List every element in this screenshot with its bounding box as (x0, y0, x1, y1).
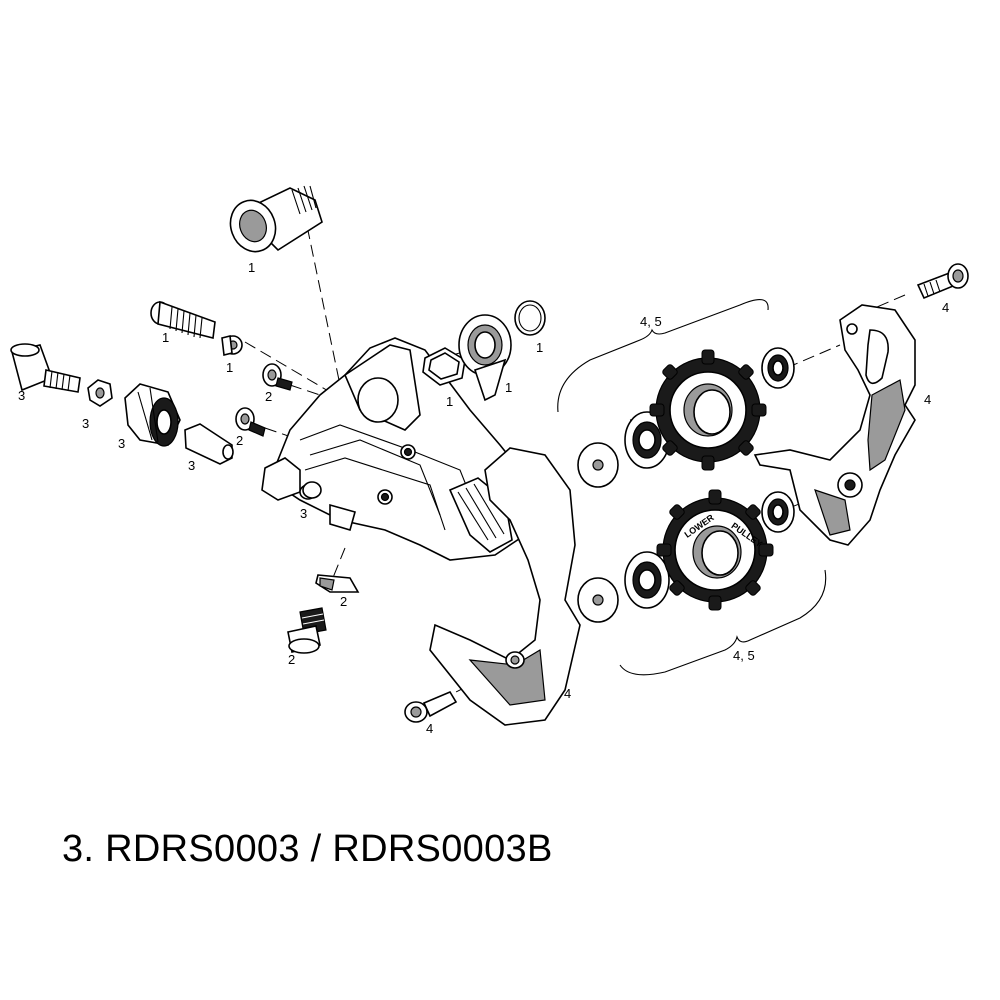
diagram-caption: 3. RDRS0003 / RDRS0003B (62, 828, 553, 870)
pivot-bolt (150, 300, 243, 356)
lower-pulley-wheel: LOWER PULLEY (656, 489, 774, 611)
callout-nut: 3 (82, 416, 89, 431)
brace-lower (619, 569, 827, 676)
callout-adjuster-cap: 3 (18, 388, 25, 403)
dash-b-bolt (299, 191, 341, 386)
callout-labels: 1 1 1 1 1 1 3 3 3 3 3 2 2 2 2 4 4 4 4 4,… (18, 260, 949, 736)
callout-clamp-bolt: 2 (288, 652, 295, 667)
callout-clip: 3 (300, 506, 307, 521)
callout-o-ring: 1 (536, 340, 543, 355)
upper-pulley-assembly (577, 347, 795, 488)
callout-screw-lower: 2 (236, 433, 243, 448)
cable-clamp (315, 574, 360, 593)
dash-cage-screw (869, 294, 906, 311)
dash-screw-upper (289, 384, 321, 396)
nut (87, 379, 113, 407)
callout-ferrule: 3 (188, 458, 195, 473)
derailleur-body (261, 337, 541, 561)
lower-pulley-assembly: LOWER PULLEY (577, 489, 795, 623)
clamp-bolt (287, 607, 327, 654)
washer-ring (422, 347, 466, 386)
callout-cage-screw-bottom: 4 (426, 721, 433, 736)
brace-upper (557, 299, 769, 413)
b-bolt-bushing (229, 185, 323, 253)
dash-screw-lower (264, 427, 301, 441)
cage-screw-top (916, 263, 969, 300)
seal-ring (458, 314, 512, 402)
callout-cable-clamp: 2 (340, 594, 347, 609)
cage-screw-bottom (404, 690, 458, 723)
exploded-parts-diagram: LOWER PULLEY 1 1 1 1 1 1 3 3 (10, 185, 969, 736)
dash-upper-inner (769, 344, 841, 376)
callout-screw-upper: 2 (265, 389, 272, 404)
callout-washer-ring: 1 (446, 394, 453, 409)
barrel-adjuster (124, 383, 181, 447)
callout-bushing: 1 (226, 360, 233, 375)
callout-upper-pulley: 4, 5 (640, 314, 662, 329)
dash-clamp (329, 547, 346, 586)
screw-lower (235, 407, 266, 437)
ferrule (184, 423, 234, 465)
adjuster-cap (10, 343, 81, 393)
callout-lower-pulley: 4, 5 (733, 648, 755, 663)
callout-barrel-adjuster: 3 (118, 436, 125, 451)
outer-cage-plate (753, 304, 916, 546)
callout-pivot-bolt: 1 (162, 330, 169, 345)
callout-b-bolt: 1 (248, 260, 255, 275)
callout-inner-plate: 4 (564, 686, 571, 701)
callout-cage-screw-top: 4 (942, 300, 949, 315)
callout-outer-plate: 4 (924, 392, 931, 407)
screw-upper (262, 363, 293, 391)
upper-pulley-wheel (649, 349, 767, 471)
callout-seal-ring: 1 (505, 380, 512, 395)
o-ring (514, 300, 546, 336)
inner-cage-plate (429, 447, 581, 726)
dash-pivot-bolt (244, 341, 331, 393)
clip (302, 481, 322, 499)
